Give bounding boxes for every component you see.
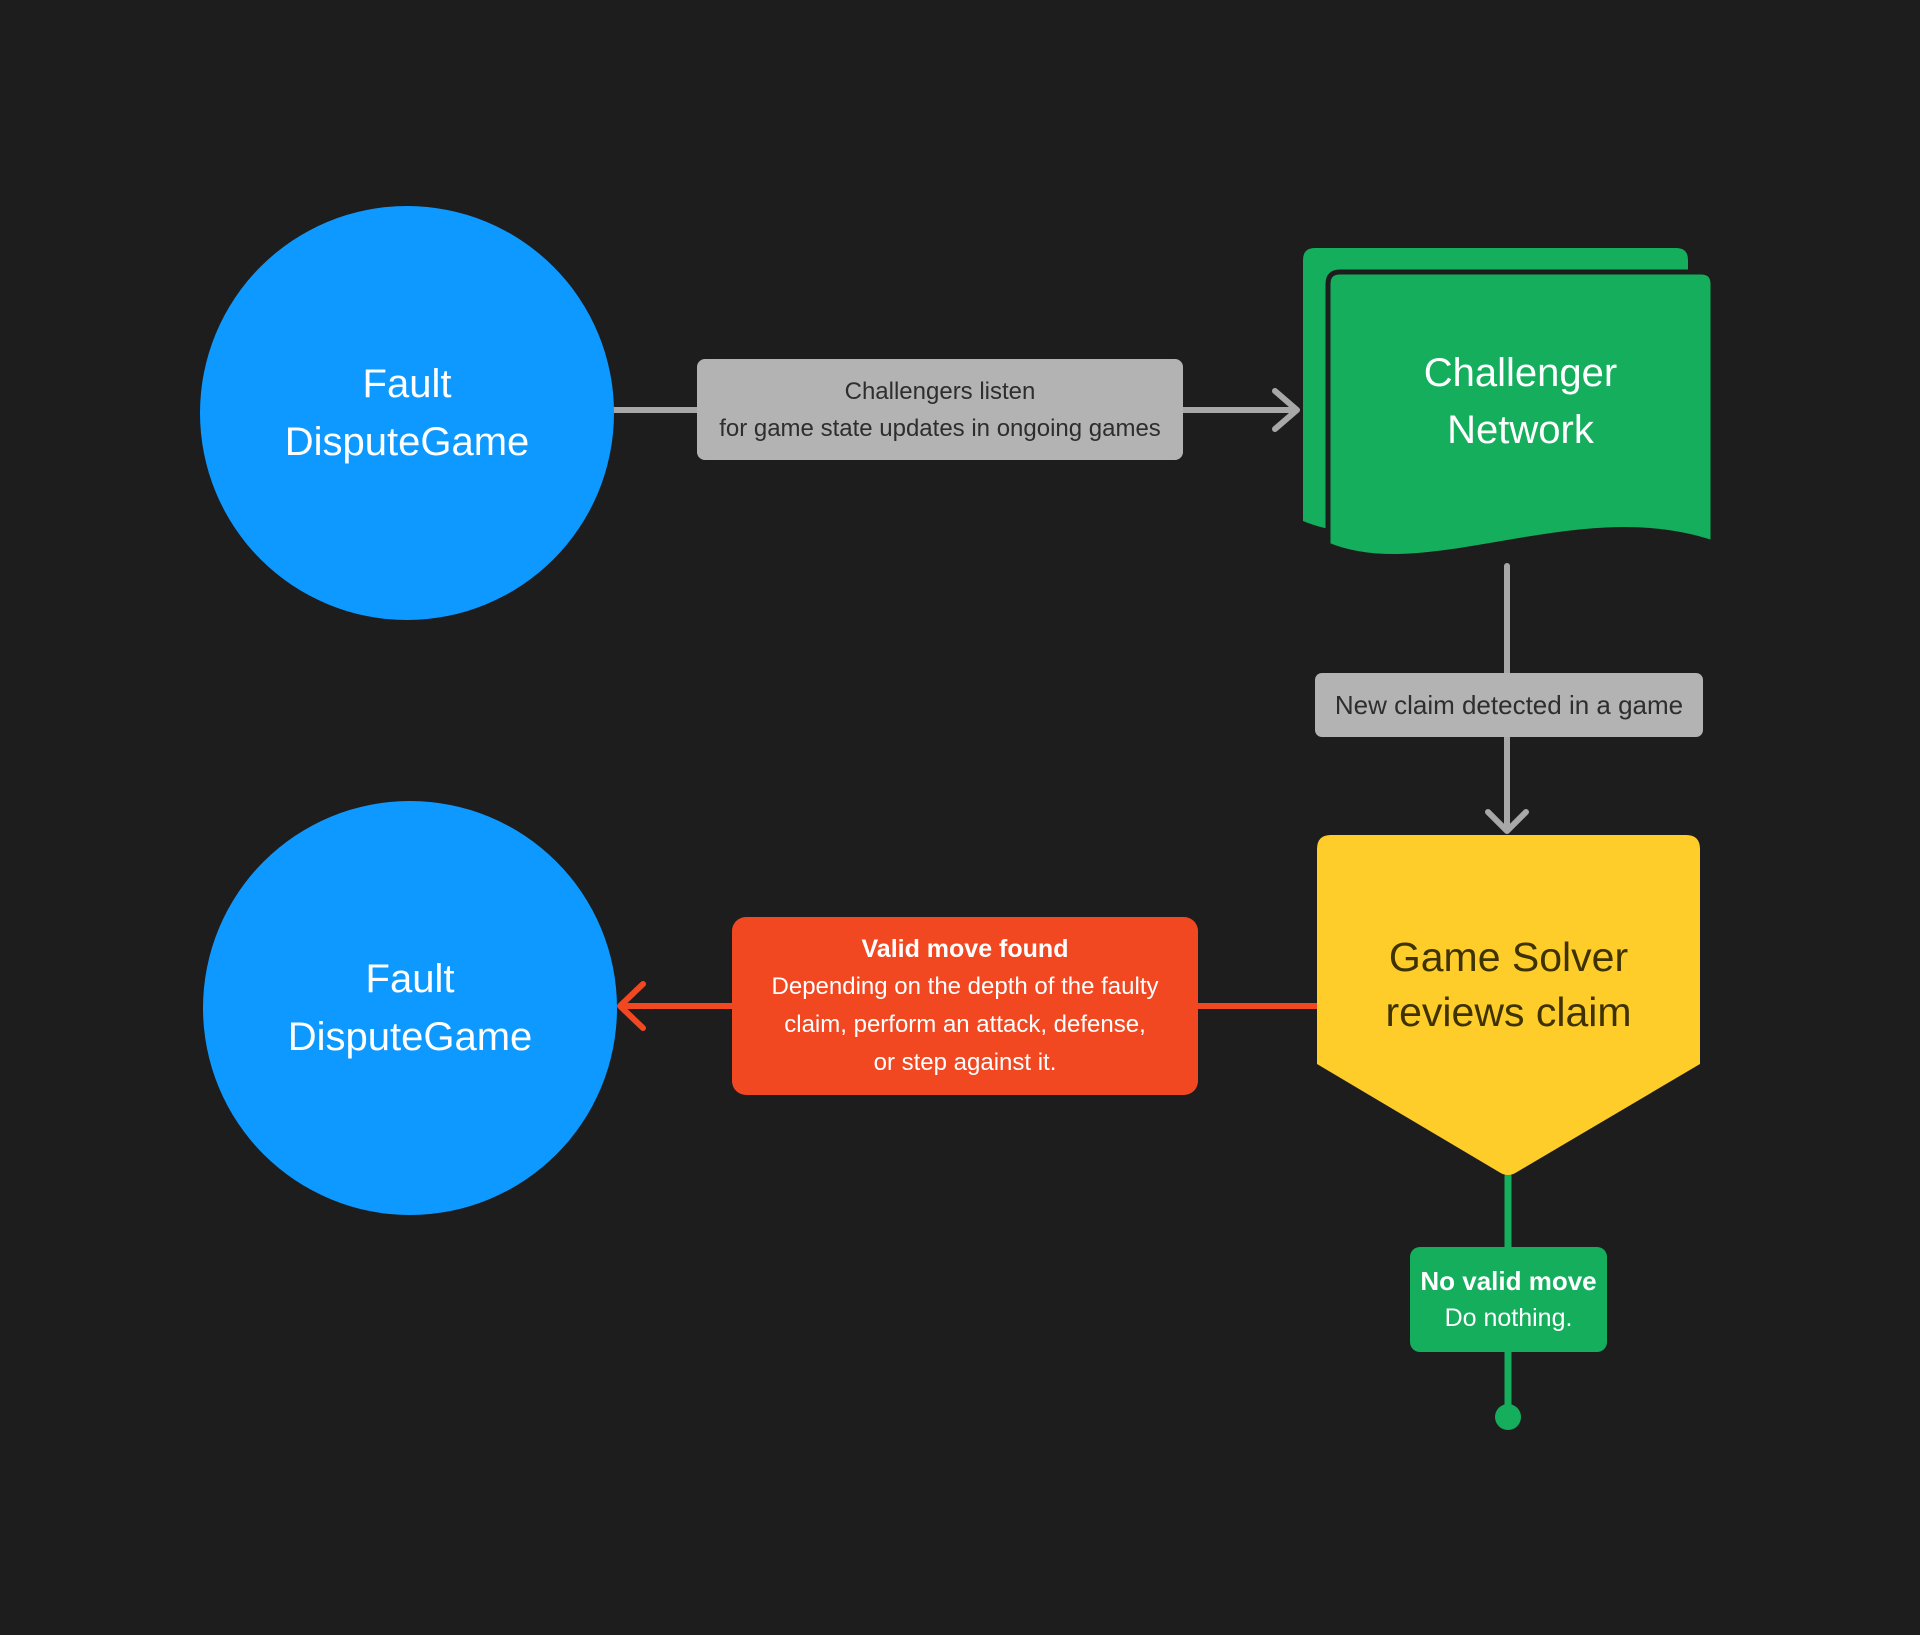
valid-move-callout: Valid move found Depending on the depth … — [732, 917, 1198, 1095]
callout-line: or step against it. — [873, 1049, 1057, 1076]
label-line: Challengers listen — [844, 377, 1036, 405]
new-claim-label: New claim detected in a game — [1315, 673, 1703, 737]
node-label-line: Fault — [362, 362, 452, 406]
challenger-network-node — [1303, 248, 1716, 559]
game-solver-node — [1317, 835, 1700, 1175]
node-label-line: DisputeGame — [287, 1015, 533, 1059]
node-label-line: Game Solver — [1388, 934, 1629, 980]
challengers-listen-label: Challengers listen for game state update… — [697, 359, 1183, 460]
arrowhead-right-icon — [1272, 388, 1300, 432]
callout-title: No valid move — [1420, 1265, 1597, 1296]
node-label-line: Challenger — [1423, 351, 1618, 395]
fault-dispute-game-node-top: Fault DisputeGame — [200, 206, 614, 620]
label-line: New claim detected in a game — [1334, 690, 1684, 720]
node-label-line: Network — [1447, 408, 1594, 452]
label-line: for game state updates in ongoing games — [719, 414, 1161, 442]
arrowhead-left-icon — [617, 981, 646, 1031]
document-shape-front — [1325, 269, 1716, 559]
fault-dispute-game-node-bottom: Fault DisputeGame — [203, 801, 617, 1215]
node-label-line: DisputeGame — [284, 420, 530, 464]
callout-line: Do nothing. — [1444, 1303, 1573, 1332]
callout-line: claim, perform an attack, defense, — [784, 1011, 1146, 1038]
node-label-line: reviews claim — [1385, 989, 1632, 1035]
no-valid-move-callout: No valid move Do nothing. — [1410, 1247, 1607, 1352]
callout-title: Valid move found — [861, 935, 1069, 963]
node-label-line: Fault — [365, 957, 455, 1001]
callout-line: Depending on the depth of the faulty — [771, 973, 1159, 1000]
game-solver-label: Game Solver reviews claim — [1317, 930, 1700, 1040]
arrowhead-down-icon — [1485, 809, 1529, 834]
challenger-network-label: Challenger Network — [1328, 345, 1713, 459]
end-dot — [1495, 1404, 1521, 1430]
